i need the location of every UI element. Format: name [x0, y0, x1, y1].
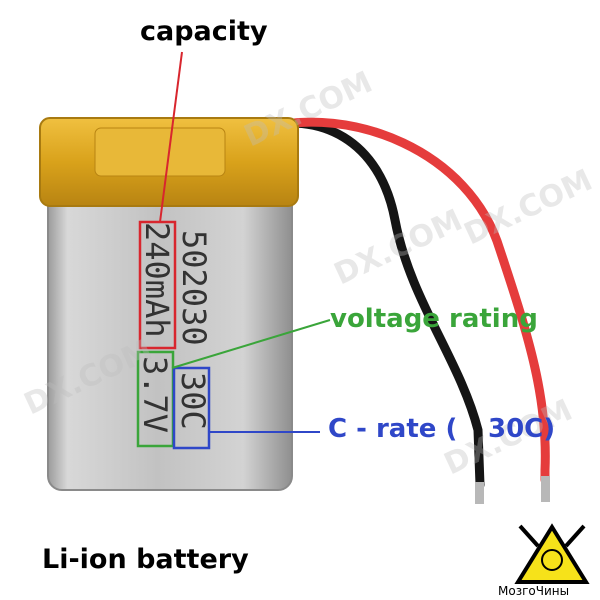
voltage-rating-label: voltage rating [330, 304, 538, 334]
capacity-pointer-line [159, 51, 183, 223]
image-caption: Li-ion battery [42, 544, 249, 575]
logo-wordmark: МозгоЧины [498, 584, 570, 598]
battery-model-text: 502030 [175, 230, 213, 346]
logo-triangle [514, 523, 590, 584]
battery-capacity-text: 240mAh [138, 222, 176, 338]
logo-wrench-icon-left [518, 524, 540, 548]
c-rate-value-label: 30C) [488, 414, 556, 444]
logo-brain-icon [541, 549, 563, 571]
black-wire-tip [475, 482, 484, 504]
capacity-label: capacity [140, 16, 268, 47]
c-rate-label: C - rate ( [328, 414, 458, 444]
red-wire-tip [541, 476, 550, 502]
red-wire [260, 117, 550, 485]
battery-crate-text: 30C [174, 372, 212, 430]
logo-wrench-icon-right [564, 524, 586, 548]
capacity-highlight-box [138, 220, 177, 350]
battery-voltage-text: 3.7V [136, 356, 174, 433]
voltage-pointer-line [171, 319, 331, 369]
battery-tab [94, 127, 226, 177]
crate-highlight-box [172, 366, 211, 450]
